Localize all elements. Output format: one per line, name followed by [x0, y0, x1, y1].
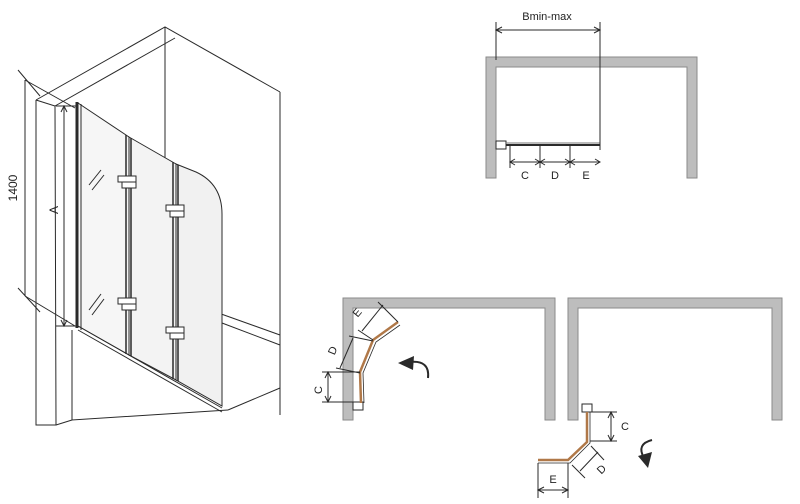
wall-plan — [485, 56, 698, 179]
b-min-max-label: Bmin-max — [522, 11, 572, 23]
dim-d-label-folded-out: D — [595, 463, 609, 477]
hinge — [121, 181, 137, 189]
dim-e-label: E — [582, 170, 589, 182]
hinge — [117, 297, 137, 305]
hinge — [165, 204, 185, 212]
wall-plan — [342, 297, 556, 421]
wall-bracket — [581, 403, 593, 413]
dim-e-label-folded-out: E — [549, 474, 556, 486]
dim-d-label-folded-in: D — [326, 345, 340, 357]
dim-d-label: D — [551, 170, 559, 182]
arrow-head — [638, 452, 652, 468]
dim-c-label: C — [521, 170, 529, 182]
wall-bracket — [352, 401, 364, 411]
dimension-1400 — [17, 69, 76, 327]
dim-c-label-folded-in: C — [313, 386, 325, 394]
hinge — [117, 175, 137, 183]
glass-panel-2 — [128, 136, 177, 381]
hinge — [165, 326, 185, 334]
hinge — [169, 332, 185, 340]
top-view-closed — [485, 22, 698, 179]
glass-panel-3 — [175, 163, 223, 407]
isometric-view — [17, 26, 281, 426]
folded-panels — [538, 412, 589, 462]
dimension-a — [56, 104, 76, 328]
hinges — [117, 175, 185, 340]
dim-c-label-folded-out: C — [621, 421, 629, 433]
glass-panel-1 — [77, 102, 130, 356]
dimension-1400-label: 1400 — [6, 174, 20, 201]
top-view-folded-out — [536, 297, 783, 498]
hinge — [121, 303, 137, 311]
wall-bracket — [495, 140, 507, 150]
arrow-head — [398, 356, 414, 370]
dimension-a-label: A — [47, 206, 61, 214]
room-walls — [35, 26, 281, 426]
glass-panels — [75, 102, 223, 413]
wall-plan — [567, 297, 783, 421]
folded-panels — [358, 320, 399, 404]
hinge — [169, 210, 185, 218]
top-view-folded-in — [322, 297, 556, 421]
